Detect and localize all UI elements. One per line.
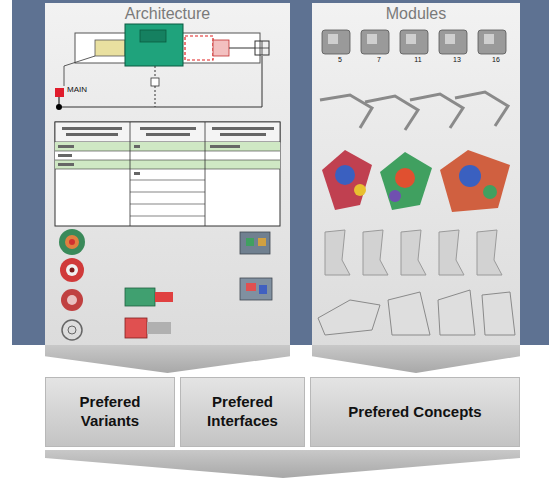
part-pictures: [59, 229, 272, 340]
card-ground: [312, 3, 520, 345]
result-box: Prefered Interfaces: [180, 377, 305, 447]
signal-name: MAIN: [67, 85, 87, 94]
panel-card: Architecture: [45, 3, 290, 345]
box-text: Prefered Variants: [54, 393, 166, 431]
box-text: Prefered Concepts: [348, 403, 481, 422]
architecture-schematic: [55, 24, 269, 110]
result-chevron: [45, 450, 520, 478]
callout-number: 13: [453, 56, 461, 63]
panel-heading: Architecture: [122, 5, 213, 23]
result-box: Prefered Variants: [45, 377, 175, 447]
panel-card: Modules: [312, 3, 520, 345]
box-text: Prefered Interfaces: [189, 393, 296, 431]
callout-number: 5: [338, 56, 342, 63]
chevron-arrow: [45, 345, 290, 373]
callout-number: 16: [492, 56, 500, 63]
module-pictures: [318, 30, 515, 335]
architecture-table: [55, 122, 280, 226]
card-ground: [45, 3, 290, 345]
backdrop-panel: [12, 0, 549, 345]
callout-number: 7: [377, 56, 381, 63]
panel-heading: Modules: [383, 5, 449, 23]
chevron-arrow: [312, 345, 520, 373]
callout-number: 11: [414, 56, 421, 63]
result-box: Prefered Concepts: [310, 377, 520, 447]
